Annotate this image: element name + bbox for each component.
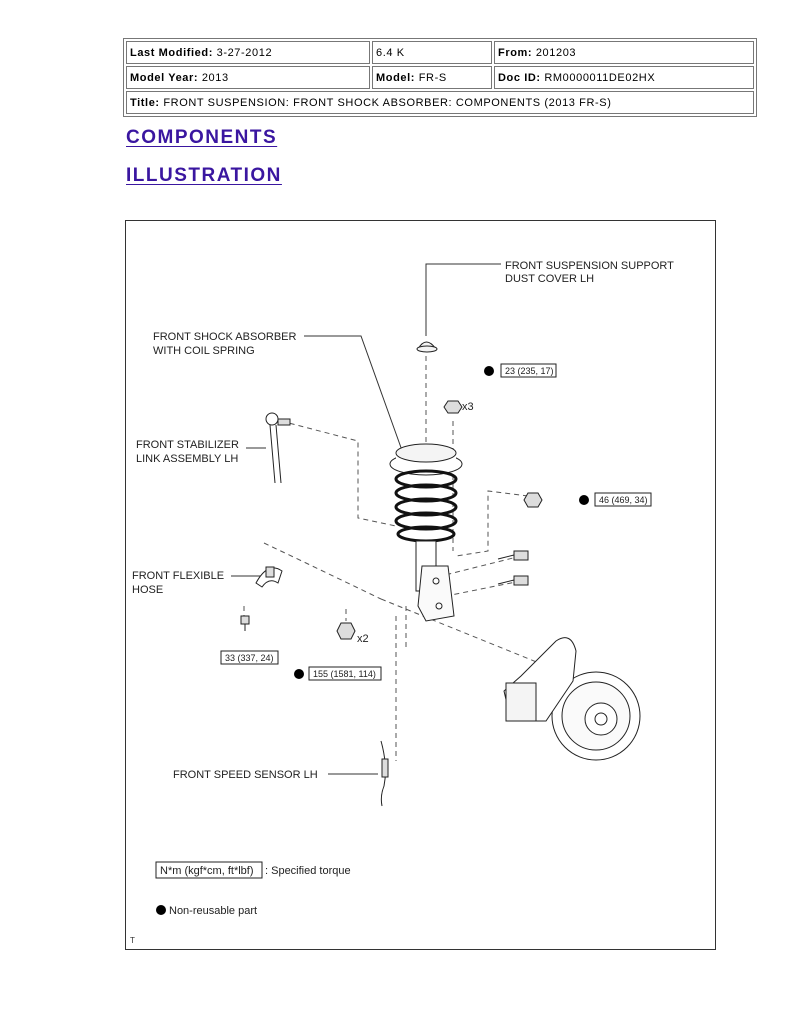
knuckle-bolts-part	[497, 550, 529, 586]
doc-id-cell: Doc ID: RM0000011DE02HX	[494, 66, 754, 89]
title-label: Title:	[130, 96, 160, 109]
dust-cover-part	[416, 341, 438, 353]
last-modified-value: 3-27-2012	[216, 46, 273, 59]
last-modified-cell: Last Modified: 3-27-2012	[126, 41, 370, 64]
knuckle-nut-part	[336, 622, 356, 640]
hose-label-1: FRONT FLEXIBLE	[132, 570, 224, 582]
file-size: 6.4 K	[376, 46, 405, 59]
legend-torque-box	[155, 861, 263, 879]
torque-knuckle-text: 155 (1581, 114)	[313, 669, 376, 679]
shock-leader	[304, 335, 405, 457]
size-cell: 6.4 K	[372, 41, 492, 64]
stab-label-2: LINK ASSEMBLY LH	[136, 453, 238, 465]
stab-nut-part	[523, 492, 543, 508]
nonreusable-dot-upper	[484, 366, 494, 376]
from-cell: From: 201203	[494, 41, 754, 64]
speed-sensor-label: FRONT SPEED SENSOR LH	[173, 769, 318, 781]
knuckle-nut-quantity: x2	[357, 633, 369, 645]
stab-label-1: FRONT STABILIZER	[136, 439, 239, 451]
components-heading[interactable]: COMPONENTS	[126, 127, 278, 148]
from-label: From:	[498, 46, 533, 59]
legend-nonreusable-dot	[156, 905, 166, 915]
stabilizer-link-part	[265, 412, 291, 484]
header-table: Last Modified: 3-27-2012 6.4 K From: 201…	[124, 39, 756, 116]
legend-torque-text: : Specified torque	[265, 865, 351, 877]
torque-hose-text: 33 (337, 24)	[225, 653, 274, 663]
nonreusable-dot-stab	[579, 495, 589, 505]
model-value: FR-S	[418, 71, 447, 84]
components-illustration: 23 (235, 17) 46 (469, 34) 33 (337, 24) 1…	[125, 220, 716, 950]
upper-nut-part	[443, 400, 463, 414]
dust-cover-leader	[425, 263, 501, 336]
document-header: Last Modified: 3-27-2012 6.4 K From: 201…	[123, 38, 757, 117]
nonreusable-dot-knuckle	[294, 669, 304, 679]
model-year-cell: Model Year: 2013	[126, 66, 370, 89]
doc-id-value: RM0000011DE02HX	[544, 71, 656, 84]
dust-cover-label-2: DUST COVER LH	[505, 273, 594, 285]
dust-cover-label-1: FRONT SUSPENSION SUPPORT	[505, 260, 674, 272]
legend: N*m (kgf*cm, ft*lbf) : Specified torque …	[155, 861, 351, 917]
shock-label-2: WITH COIL SPRING	[153, 345, 255, 357]
model-cell: Model: FR-S	[372, 66, 492, 89]
torque-upper-text: 23 (235, 17)	[505, 366, 554, 376]
flexible-hose-part	[255, 566, 283, 588]
torque-box-knuckle	[308, 666, 382, 681]
hose-bolt-part	[240, 615, 250, 631]
shock-label-1: FRONT SHOCK ABSORBER	[153, 331, 296, 343]
doc-id-label: Doc ID:	[498, 71, 541, 84]
knuckle-disc-part	[503, 637, 641, 761]
model-year-label: Model Year:	[130, 71, 199, 84]
illustration-drawing: 23 (235, 17) 46 (469, 34) 33 (337, 24) 1…	[130, 260, 674, 945]
shock-absorber-part	[389, 443, 463, 622]
title-value: FRONT SUSPENSION: FRONT SHOCK ABSORBER: …	[163, 96, 612, 109]
corner-mark: T	[130, 936, 135, 945]
torque-stab-text: 46 (469, 34)	[599, 495, 648, 505]
hose-label-2: HOSE	[132, 584, 163, 596]
illustration-heading[interactable]: ILLUSTRATION	[126, 165, 282, 186]
torque-box-hose	[220, 650, 279, 665]
torque-box-upper	[500, 363, 557, 378]
last-modified-label: Last Modified:	[130, 46, 213, 59]
torque-callouts: 23 (235, 17) 46 (469, 34) 33 (337, 24) 1…	[220, 363, 652, 681]
title-cell: Title: FRONT SUSPENSION: FRONT SHOCK ABS…	[126, 91, 754, 114]
model-year-value: 2013	[201, 71, 229, 84]
legend-torque-units: N*m (kgf*cm, ft*lbf)	[160, 865, 254, 877]
torque-box-stab	[594, 492, 652, 507]
assembly-dashed-lines	[243, 356, 572, 761]
speed-sensor-part	[380, 740, 389, 807]
from-value: 201203	[535, 46, 577, 59]
upper-nut-quantity: x3	[462, 401, 474, 413]
legend-nonreusable-text: Non-reusable part	[169, 905, 257, 917]
model-label: Model:	[376, 71, 416, 84]
